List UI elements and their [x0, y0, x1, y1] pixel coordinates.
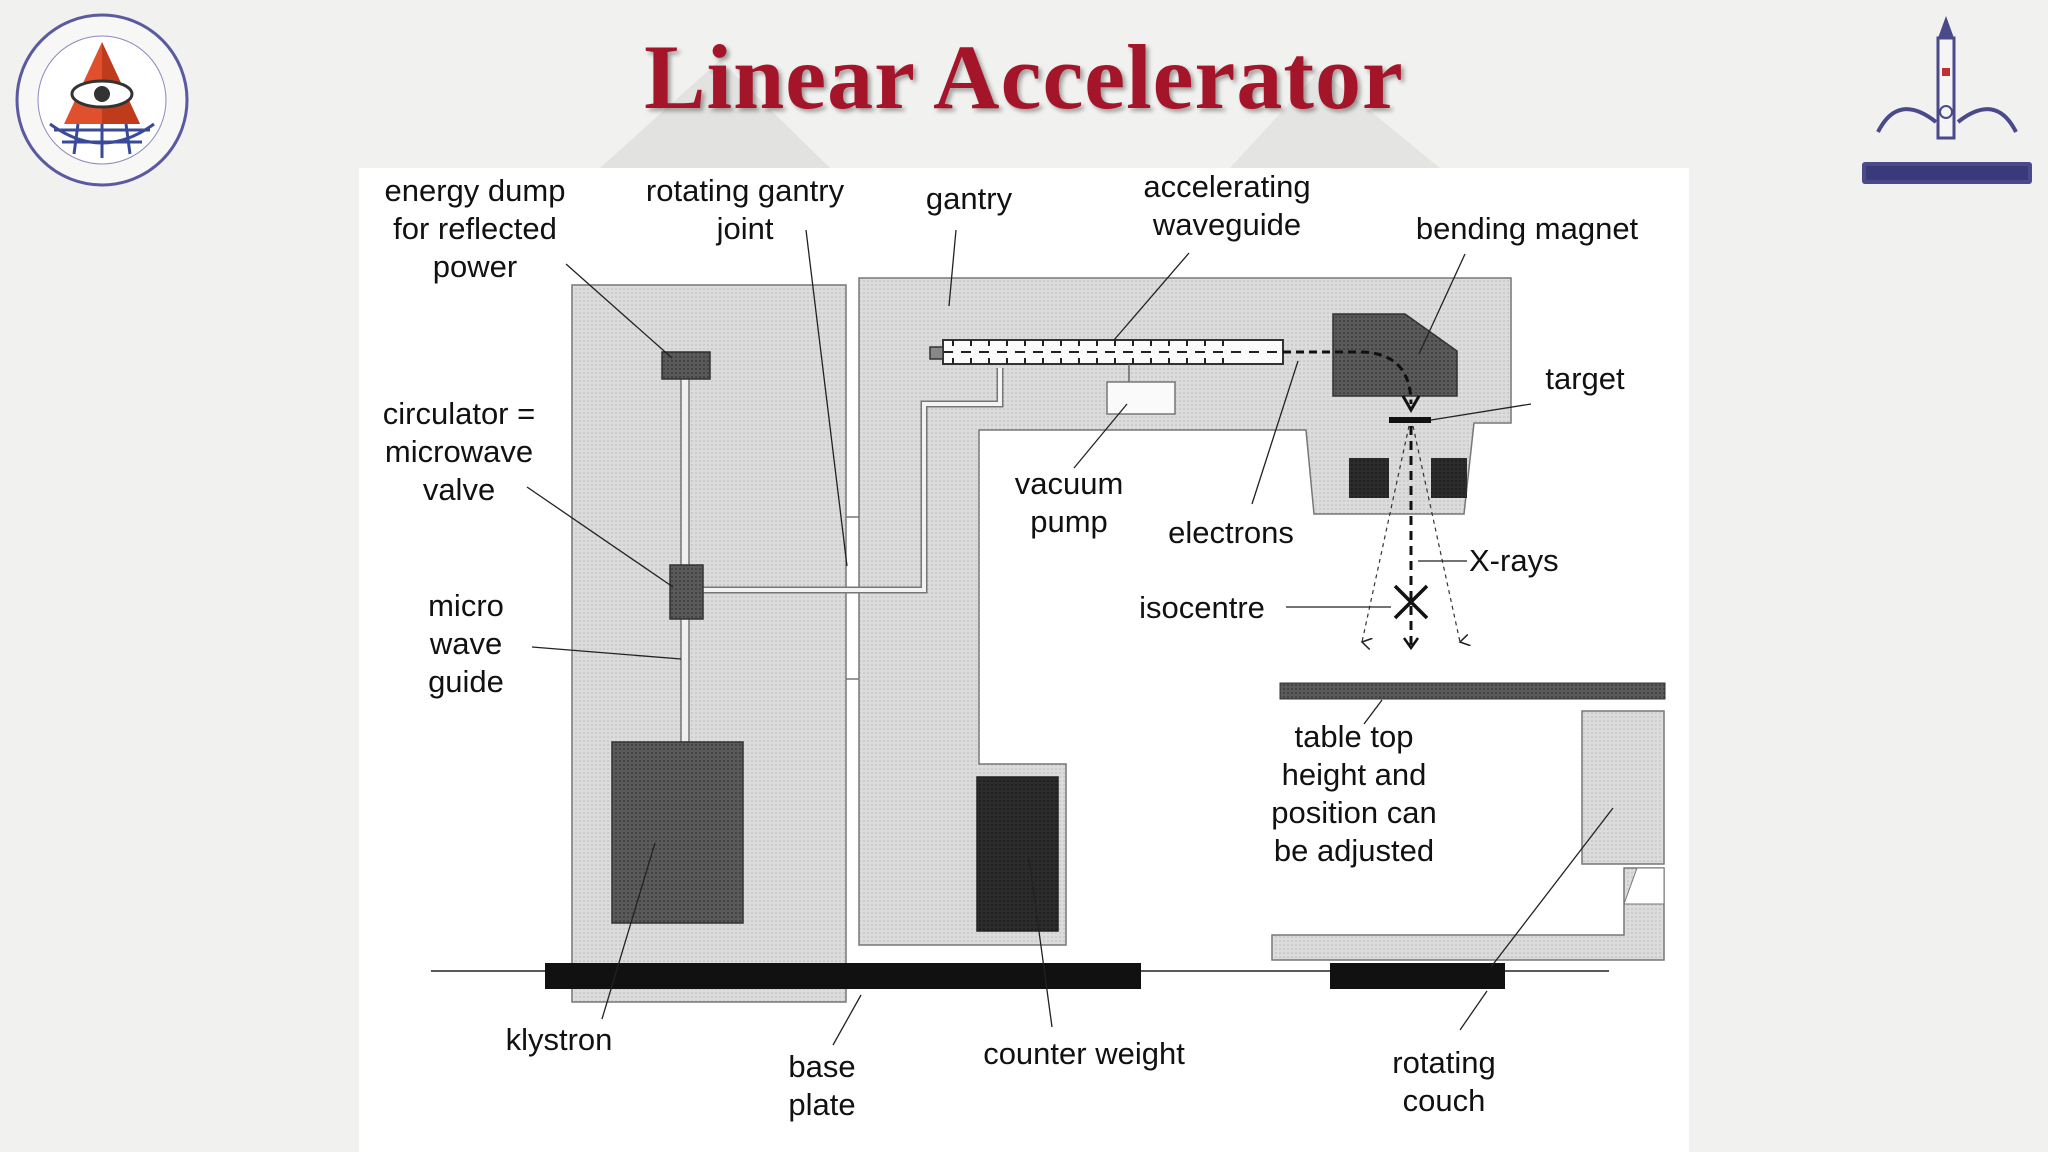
rotating-couch — [1330, 963, 1505, 989]
couch-pedestal — [1581, 710, 1665, 865]
microwave-guide — [680, 363, 690, 743]
target — [1389, 417, 1431, 423]
couch-arm — [1271, 867, 1665, 961]
label-isocentre: isocentre — [1139, 590, 1265, 625]
collimator-jaw-right — [1431, 458, 1467, 498]
linac-diagram: energy dump for reflected power rotating… — [359, 168, 1689, 1152]
label-base-plate: base plate — [788, 1049, 856, 1122]
label-energy-dump: energy dump for reflected power — [384, 173, 566, 284]
collimator-jaw-left — [1349, 458, 1389, 498]
label-gantry: gantry — [925, 181, 1013, 216]
label-accelerating-waveguide: accelerating waveguide — [1143, 169, 1311, 242]
university-logo — [1858, 12, 2038, 190]
base-plate — [545, 963, 1141, 989]
label-electrons: electrons — [1168, 515, 1294, 550]
institute-logo — [14, 12, 190, 188]
label-target: target — [1545, 361, 1625, 396]
circulator — [669, 564, 704, 620]
label-klystron: klystron — [505, 1022, 613, 1057]
label-rotating-gantry-joint: rotating gantry joint — [645, 173, 845, 246]
label-vacuum-pump: vacuum pump — [1014, 466, 1124, 539]
label-micro-wave-guide: micro wave guide — [428, 588, 504, 699]
label-rotating-couch: rotating couch — [1392, 1045, 1496, 1118]
slide-title: Linear Accelerator — [644, 26, 1404, 128]
counter-weight — [976, 776, 1059, 932]
electron-gun — [929, 346, 944, 360]
label-circulator: circulator = microwave valve — [382, 396, 536, 507]
vacuum-pump — [1106, 381, 1176, 415]
klystron — [611, 741, 744, 924]
label-counter-weight: counter weight — [983, 1036, 1185, 1071]
bending-magnet — [1332, 313, 1458, 397]
isocentre-marker — [1393, 584, 1429, 620]
table-top — [1279, 682, 1666, 700]
label-x-rays: X-rays — [1469, 543, 1559, 578]
label-bending-magnet: bending magnet — [1415, 211, 1639, 246]
label-table-top: table top height and position can be adj… — [1271, 719, 1437, 868]
